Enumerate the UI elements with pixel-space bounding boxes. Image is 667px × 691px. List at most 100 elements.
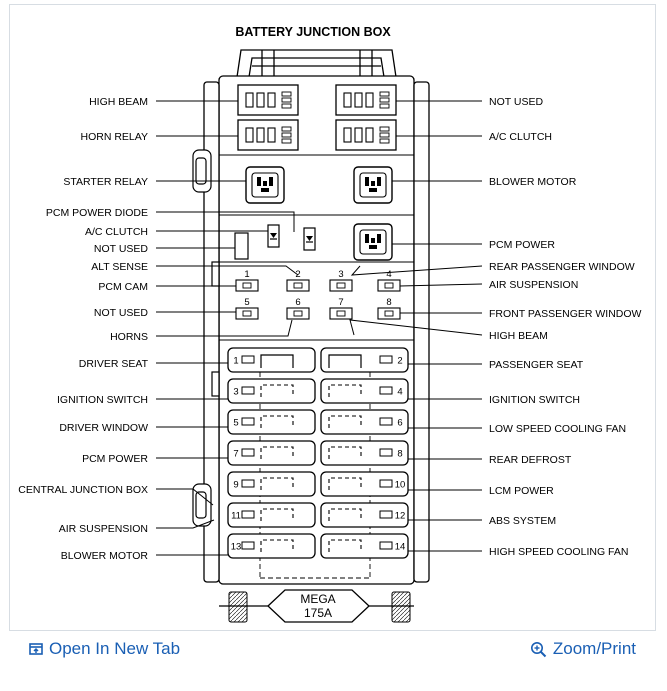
relays — [234, 84, 397, 261]
right-label: HIGH SPEED COOLING FAN — [489, 546, 628, 558]
maxi-fuse: 12 — [320, 502, 409, 528]
maxi-fuse-number: 1 — [233, 356, 238, 367]
left-label: NOT USED — [94, 243, 148, 255]
maxi-fuse: 5 — [227, 409, 316, 435]
left-label: STARTER RELAY — [63, 176, 148, 188]
mini-fuse: 3 — [329, 269, 353, 292]
right-label: FRONT PASSENGER WINDOW — [489, 308, 642, 320]
mini-fuse: 7 — [329, 297, 353, 320]
left-label: AIR SUSPENSION — [59, 523, 148, 535]
open-in-new-tab-link[interactable]: Open In New Tab — [29, 639, 180, 659]
maxi-fuse-number: 13 — [231, 542, 242, 553]
relay-not-used — [335, 84, 397, 116]
relay-blower-motor — [353, 166, 393, 204]
right-label: HIGH BEAM — [489, 330, 548, 342]
right-label: A/C CLUTCH — [489, 131, 552, 143]
mini-fuse-number: 6 — [295, 297, 300, 308]
relay-pcm-power — [353, 223, 393, 261]
right-label: ABS SYSTEM — [489, 515, 556, 527]
open-new-tab-icon — [29, 643, 43, 655]
left-label: HORNS — [110, 331, 148, 343]
left-label: CENTRAL JUNCTION BOX — [18, 484, 148, 496]
mega-label: MEGA — [300, 592, 335, 606]
maxi-fuse-number: 14 — [395, 542, 406, 553]
left-label: HORN RELAY — [81, 131, 149, 143]
maxi-fuse: 8 — [320, 440, 409, 466]
relay-horn — [237, 119, 299, 151]
mini-fuse-number: 7 — [338, 297, 343, 308]
left-label: HIGH BEAM — [89, 96, 148, 108]
right-label: PASSENGER SEAT — [489, 359, 584, 371]
maxi-fuse: 11 — [227, 502, 316, 528]
left-label: DRIVER SEAT — [79, 358, 149, 370]
right-label: BLOWER MOTOR — [489, 176, 577, 188]
mini-fuse-number: 1 — [244, 269, 249, 280]
maxi-fuse-number: 12 — [395, 511, 406, 522]
maxi-fuse: 9 — [227, 471, 316, 497]
maxi-fuse: 7 — [227, 440, 316, 466]
right-label: REAR PASSENGER WINDOW — [489, 261, 635, 273]
maxi-fuse: 14 — [320, 533, 409, 559]
maxi-fuse: 6 — [320, 409, 409, 435]
left-label: PCM POWER DIODE — [46, 207, 148, 219]
diode-pcm-power — [303, 227, 316, 251]
maxi-fuse-number: 8 — [397, 449, 402, 460]
relay-high-beam — [237, 84, 299, 116]
maxi-fuse: 4 — [320, 378, 409, 404]
side-clips — [192, 149, 220, 527]
right-label: IGNITION SWITCH — [489, 394, 580, 406]
mini-fuse-number: 4 — [386, 269, 391, 280]
maxi-fuse-number: 10 — [395, 480, 406, 491]
maxi-fuse-number: 7 — [233, 449, 238, 460]
empty-slot-not-used — [234, 232, 249, 260]
top-bracket — [236, 49, 397, 78]
left-label: ALT SENSE — [91, 261, 148, 273]
mini-fuse-number: 8 — [386, 297, 391, 308]
maxi-fuse: 1 — [227, 347, 316, 373]
diagram-title: BATTERY JUNCTION BOX — [235, 25, 391, 39]
mega-fuse: MEGA 175A — [219, 589, 414, 623]
maxi-fuse: 3 — [227, 378, 316, 404]
maxi-fuse: 2 — [320, 347, 409, 373]
left-label: BLOWER MOTOR — [61, 550, 149, 562]
diode-ac-clutch — [267, 224, 280, 248]
zoom-print-link[interactable]: Zoom/Print — [530, 639, 636, 659]
maxi-fuse-number: 9 — [233, 480, 238, 491]
open-in-new-tab-label: Open In New Tab — [49, 639, 181, 658]
maxi-fuse-number: 6 — [397, 418, 402, 429]
right-label: PCM POWER — [489, 239, 555, 251]
maxi-fuse-number: 3 — [233, 387, 238, 398]
right-label: AIR SUSPENSION — [489, 279, 578, 291]
maxi-fuse-number: 5 — [233, 418, 238, 429]
maxi-fuse-number: 11 — [231, 511, 241, 522]
right-labels: NOT USED A/C CLUTCH BLOWER MOTOR PCM POWER R… — [489, 96, 642, 558]
right-label: REAR DEFROST — [489, 454, 572, 466]
maxi-fuse: 13 — [227, 533, 316, 559]
maxi-fuse-number: 2 — [397, 356, 402, 367]
left-label: NOT USED — [94, 307, 148, 319]
right-label: LCM POWER — [489, 485, 554, 497]
mini-fuse: 5 — [235, 297, 259, 320]
mega-rating: 175A — [304, 606, 332, 620]
maxi-fuse: 10 — [320, 471, 409, 497]
leader-lines — [156, 100, 483, 556]
left-label: DRIVER WINDOW — [59, 422, 148, 434]
right-label: NOT USED — [489, 96, 543, 108]
zoom-in-icon — [530, 641, 547, 657]
maxi-fuse-number: 4 — [397, 387, 402, 398]
mini-fuse-number: 3 — [338, 269, 343, 280]
relay-starter — [245, 166, 285, 204]
left-label: PCM CAM — [98, 281, 148, 293]
left-label: PCM POWER — [82, 453, 148, 465]
relay-ac-clutch — [335, 119, 397, 151]
left-label: IGNITION SWITCH — [57, 394, 148, 406]
left-label: A/C CLUTCH — [85, 226, 148, 238]
mini-fuse: 6 — [286, 297, 310, 320]
bottom-toolbar: Open In New Tab Zoom/Print — [9, 630, 656, 668]
right-label: LOW SPEED COOLING FAN — [489, 423, 626, 435]
zoom-print-label: Zoom/Print — [552, 639, 636, 658]
section-dividers — [219, 154, 414, 341]
